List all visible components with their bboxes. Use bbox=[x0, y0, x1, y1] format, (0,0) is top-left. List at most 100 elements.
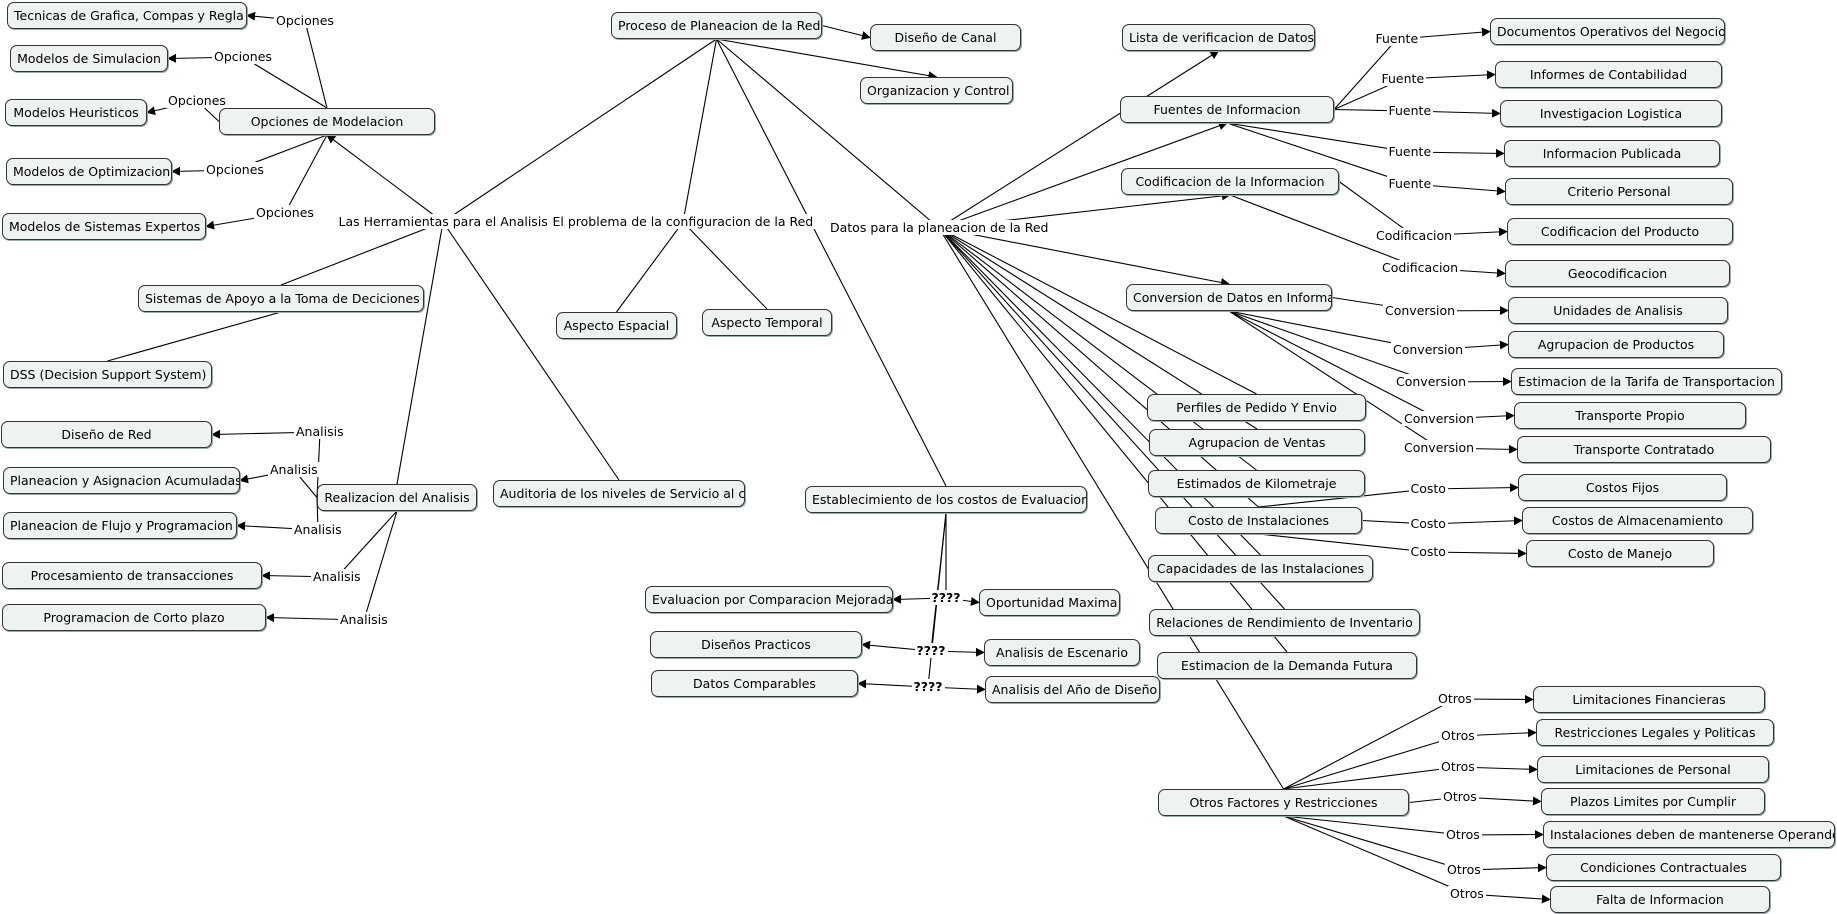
node-criterio[interactable]: Criterio Personal bbox=[1505, 178, 1733, 205]
node-aspecto-temporal[interactable]: Aspecto Temporal bbox=[702, 309, 832, 336]
node-costos-fijos[interactable]: Costos Fijos bbox=[1518, 474, 1727, 501]
link-label-conversion: Conversion bbox=[1394, 374, 1469, 389]
connector-line-42 bbox=[938, 50, 1220, 229]
connector-line-10 bbox=[442, 221, 620, 481]
node-kilometraje[interactable]: Estimados de Kilometraje bbox=[1148, 470, 1365, 497]
node-investigacion[interactable]: Investigacion Logistica bbox=[1500, 100, 1722, 127]
node-procesamiento[interactable]: Procesamiento de transacciones bbox=[2, 562, 262, 589]
node-simulacion[interactable]: Modelos de Simulacion bbox=[10, 45, 168, 72]
node-costo-inst[interactable]: Costo de Instalaciones bbox=[1155, 507, 1362, 534]
node-proceso[interactable]: Proceso de Planeacion de la Red bbox=[611, 12, 822, 39]
node-unidades[interactable]: Unidades de Analisis bbox=[1508, 297, 1728, 324]
node-analisis-ano[interactable]: Analisis del Año de Diseño bbox=[985, 676, 1160, 703]
node-lista-verif[interactable]: Lista de verificacion de Datos bbox=[1122, 24, 1315, 51]
link-label-otros: Otros bbox=[1448, 886, 1486, 901]
link-label-otros: Otros bbox=[1445, 862, 1483, 877]
node-realizacion[interactable]: Realizacion del Analisis bbox=[317, 484, 477, 511]
node-planeacion-flujo[interactable]: Planeacion de Flujo y Programacion bbox=[3, 512, 237, 539]
node-opciones-mod[interactable]: Opciones de Modelacion bbox=[219, 108, 435, 135]
node-codificacion[interactable]: Codificacion de la Informacion bbox=[1121, 168, 1339, 195]
connector-line-45 bbox=[938, 227, 1230, 287]
node-restricciones[interactable]: Restricciones Legales y Politicas bbox=[1536, 719, 1774, 746]
node-conversion[interactable]: Conversion de Datos en Informacion bbox=[1126, 284, 1332, 311]
node-estimacion-dem[interactable]: Estimacion de la Demanda Futura bbox=[1157, 652, 1417, 679]
link-label-costo: Costo bbox=[1408, 544, 1448, 559]
node-heuristicos[interactable]: Modelos Heuristicos bbox=[5, 99, 147, 126]
link-label-otros: Otros bbox=[1439, 728, 1477, 743]
node-organizacion[interactable]: Organizacion y Control bbox=[860, 77, 1013, 104]
node-plazos[interactable]: Plazos Limites por Cumplir bbox=[1541, 788, 1765, 815]
link-label-costo: Costo bbox=[1408, 516, 1448, 531]
node-auditoria[interactable]: Auditoria de los niveles de Servicio al … bbox=[493, 480, 745, 507]
link-label-fuente: Fuente bbox=[1386, 176, 1434, 191]
node-info-pub[interactable]: Informacion Publicada bbox=[1504, 140, 1720, 167]
link-label-codificacion: Codificacion bbox=[1374, 228, 1455, 243]
node-planeacion-asig[interactable]: Planeacion y Asignacion Acumuladas bbox=[3, 467, 240, 494]
connector-line-13 bbox=[242, 56, 328, 109]
node-estimacion-tarifa[interactable]: Estimacion de la Tarifa de Transportacio… bbox=[1511, 368, 1782, 395]
node-lim-personal[interactable]: Limitaciones de Personal bbox=[1537, 756, 1769, 783]
link-label-conversion: Conversion bbox=[1391, 342, 1466, 357]
node-docs-op[interactable]: Documentos Operativos del Negocio bbox=[1490, 18, 1725, 45]
node-disenos-prac[interactable]: Diseños Practicos bbox=[650, 631, 862, 658]
node-lim-fin[interactable]: Limitaciones Financieras bbox=[1533, 686, 1765, 713]
node-sistemas-apoyo[interactable]: Sistemas de Apoyo a la Toma de Decicione… bbox=[138, 285, 424, 312]
node-optimizacion[interactable]: Modelos de Optimizacion bbox=[6, 158, 172, 185]
link-label-opciones: Opciones bbox=[274, 13, 336, 28]
node-analisis-esc[interactable]: Analisis de Escenario bbox=[984, 639, 1140, 666]
connector-line-2 bbox=[716, 38, 940, 229]
node-diseno-red[interactable]: Diseño de Red bbox=[1, 421, 212, 448]
node-tecnicas[interactable]: Tecnicas de Grafica, Compas y Regla bbox=[7, 2, 247, 29]
connector-line-94 bbox=[1283, 815, 1465, 871]
connector-line-5 bbox=[716, 38, 938, 81]
link-label-opciones: Opciones bbox=[254, 205, 316, 220]
connector-line-50 bbox=[938, 227, 1261, 556]
connector-line-74 bbox=[1228, 310, 1440, 420]
node-agrup-ventas[interactable]: Agrupacion de Ventas bbox=[1149, 429, 1365, 456]
connector-line-82 bbox=[1258, 533, 1429, 553]
node-programacion[interactable]: Programacion de Corto plazo bbox=[2, 604, 266, 631]
link-label-unknown: ???? bbox=[911, 679, 945, 694]
link-label-conversion: Conversion bbox=[1383, 303, 1458, 318]
link-label-codificacion: Codificacion bbox=[1380, 260, 1461, 275]
node-expertos[interactable]: Modelos de Sistemas Expertos bbox=[2, 213, 206, 240]
node-agrup-prod[interactable]: Agrupacion de Productos bbox=[1508, 331, 1724, 358]
node-eval-comp[interactable]: Evaluacion por Comparacion Mejorada bbox=[645, 586, 893, 613]
node-instalaciones-op[interactable]: Instalaciones deben de mantenerse Operan… bbox=[1543, 821, 1835, 848]
link-label-conversion: Conversion bbox=[1402, 440, 1477, 455]
node-perfiles[interactable]: Perfiles de Pedido Y Envio bbox=[1147, 394, 1366, 421]
node-establecimiento[interactable]: Establecimiento de los costos de Evaluac… bbox=[805, 486, 1087, 513]
link-label-opciones: Opciones bbox=[166, 93, 228, 108]
node-transp-propio[interactable]: Transporte Propio bbox=[1514, 402, 1746, 429]
node-oportunidad[interactable]: Oportunidad Maxima bbox=[979, 589, 1120, 616]
node-cod-producto[interactable]: Codificacion del Producto bbox=[1507, 218, 1733, 245]
node-dss[interactable]: DSS (Decision Support System) bbox=[3, 361, 212, 388]
node-relaciones[interactable]: Relaciones de Rendimiento de Inventario bbox=[1149, 609, 1420, 636]
node-costos-alm[interactable]: Costos de Almacenamiento bbox=[1522, 507, 1753, 534]
node-capacidades[interactable]: Capacidades de las Instalaciones bbox=[1148, 555, 1373, 582]
node-aspecto-espacial[interactable]: Aspecto Espacial bbox=[556, 312, 677, 339]
node-diseno-canal[interactable]: Diseño de Canal bbox=[870, 24, 1021, 51]
connector-line-46 bbox=[938, 227, 1257, 395]
node-falta-info[interactable]: Falta de Informacion bbox=[1550, 886, 1770, 913]
connector-line-27 bbox=[336, 510, 398, 578]
hub-label-problema: El problema de la configuracion de la Re… bbox=[550, 214, 816, 229]
link-label-analisis: Analisis bbox=[268, 462, 320, 477]
connector-line-3 bbox=[716, 38, 947, 487]
link-label-analisis: Analisis bbox=[311, 569, 363, 584]
node-informes[interactable]: Informes de Contabilidad bbox=[1495, 61, 1722, 88]
connector-line-53 bbox=[938, 227, 1284, 790]
node-fuentes[interactable]: Fuentes de Informacion bbox=[1120, 96, 1334, 123]
connector-line-31 bbox=[616, 221, 684, 313]
node-otros-factores[interactable]: Otros Factores y Restricciones bbox=[1158, 789, 1409, 816]
link-label-otros: Otros bbox=[1439, 759, 1477, 774]
node-datos-comp[interactable]: Datos Comparables bbox=[651, 670, 858, 697]
node-geocod[interactable]: Geocodificacion bbox=[1505, 260, 1730, 287]
link-label-otros: Otros bbox=[1436, 691, 1474, 706]
connector-line-19 bbox=[284, 134, 328, 214]
node-costo-manejo[interactable]: Costo de Manejo bbox=[1526, 540, 1714, 567]
node-transp-contratado[interactable]: Transporte Contratado bbox=[1517, 436, 1771, 463]
node-condiciones[interactable]: Condiciones Contractuales bbox=[1546, 854, 1781, 881]
connector-line-49 bbox=[938, 227, 1259, 508]
link-label-fuente: Fuente bbox=[1386, 144, 1434, 159]
